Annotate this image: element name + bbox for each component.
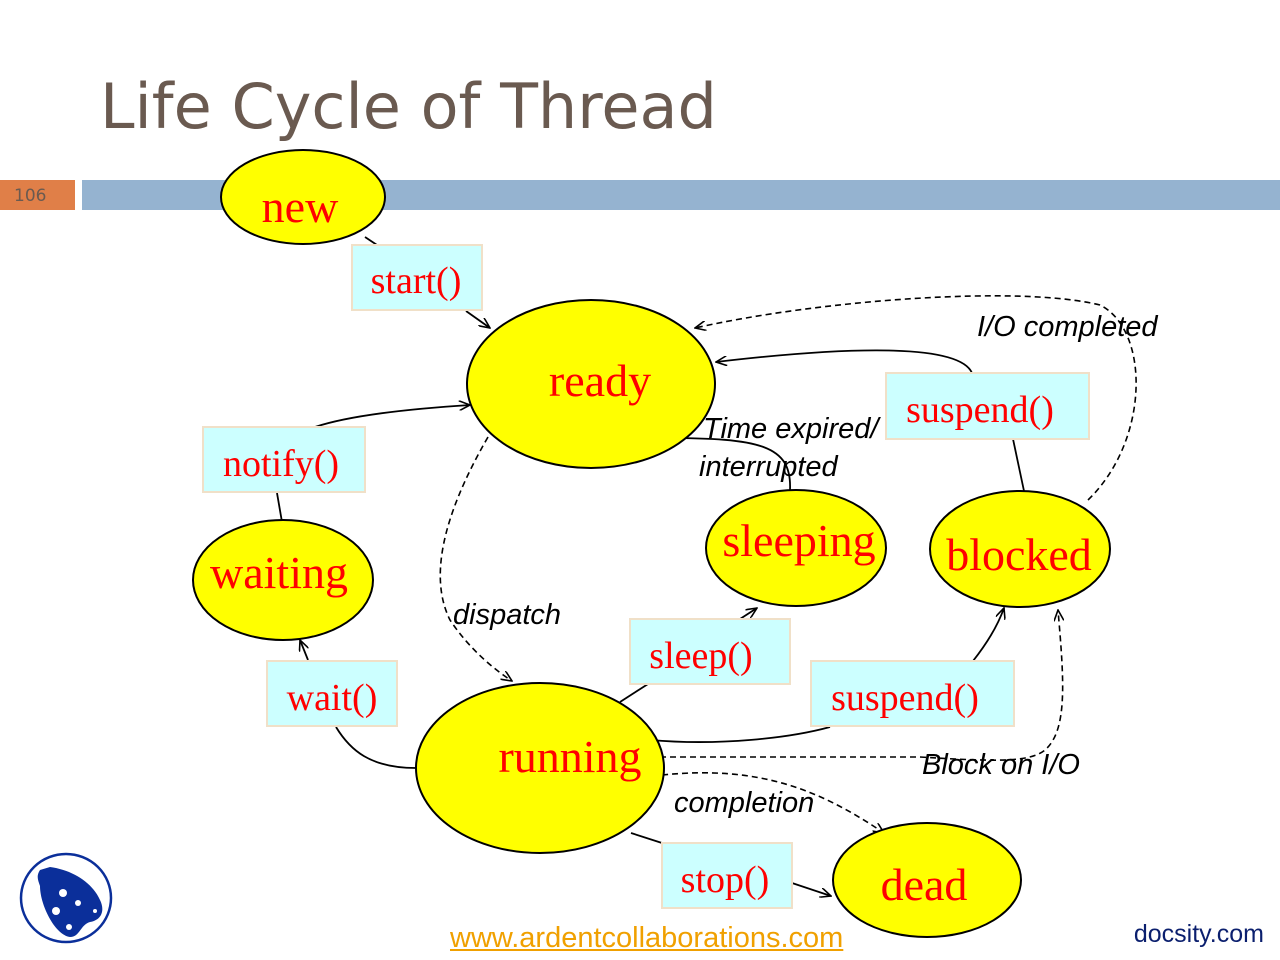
- edge-ready-running-dispatch: [439, 436, 512, 681]
- slide-number-box: [0, 180, 75, 210]
- state-waiting: waiting: [192, 519, 374, 641]
- annotation-block-on-io: Block on I/O: [922, 749, 1080, 781]
- connectors: [276, 236, 1137, 896]
- slide-title: Life Cycle of Thread: [100, 70, 717, 143]
- svg-text:wait(): wait(): [287, 677, 378, 719]
- annotation-dispatch: dispatch: [453, 599, 561, 631]
- method-suspend-top: suspend(): [885, 372, 1090, 440]
- edge-running-wait: [335, 726, 417, 769]
- annotation-time-expired: Time expired/: [703, 413, 881, 445]
- edge-waiting-notify: [276, 492, 283, 523]
- state-dead: dead: [832, 822, 1022, 938]
- edge-blocked-ready-io: [695, 295, 1137, 501]
- edge-wait-waiting: [300, 640, 309, 661]
- edge-running-blocked-io: [660, 610, 1063, 761]
- state-ready: ready: [466, 299, 716, 469]
- annotation-completion: completion: [674, 787, 814, 819]
- edge-sleep-sleeping: [739, 608, 757, 620]
- footer-link[interactable]: www.ardentcollaborations.com: [450, 922, 844, 954]
- logo-icon: [19, 852, 113, 944]
- svg-text:sleep(): sleep(): [649, 635, 752, 677]
- state-label: ready: [549, 355, 651, 406]
- edge-running-suspend: [649, 726, 831, 743]
- edge-suspend-ready: [716, 349, 973, 374]
- state-blocked: blocked: [929, 490, 1111, 608]
- svg-text:notify(): notify(): [223, 443, 339, 485]
- edge-blocked-suspend: [1012, 438, 1025, 492]
- annotation-io-completed: I/O completed: [977, 311, 1158, 343]
- edge-new-start: [364, 236, 378, 246]
- svg-text:stop(): stop(): [681, 859, 770, 901]
- state-label: sleeping: [722, 515, 875, 566]
- edge-running-dead-completion: [661, 772, 884, 833]
- state-sleeping: sleeping: [705, 489, 887, 607]
- annotation-interrupted: interrupted: [699, 451, 839, 483]
- svg-text:suspend(): suspend(): [831, 677, 979, 719]
- method-suspend-bottom: suspend(): [810, 660, 1015, 727]
- svg-text:start(): start(): [371, 260, 462, 302]
- edge-start-ready: [465, 310, 490, 328]
- state-label: blocked: [946, 529, 1092, 580]
- method-sleep: sleep(): [629, 618, 791, 685]
- state-label: running: [498, 731, 641, 782]
- state-label: dead: [881, 859, 968, 910]
- edge-running-stop: [630, 832, 663, 844]
- method-wait: wait(): [266, 660, 398, 727]
- method-start: start(): [351, 244, 483, 311]
- state-label: new: [262, 181, 339, 232]
- state-new: new: [220, 149, 386, 245]
- edge-sleeping-ready: [664, 438, 791, 491]
- docsity-watermark: docsity.com: [1133, 920, 1264, 948]
- edge-notify-ready: [314, 405, 470, 428]
- state-label: waiting: [210, 547, 348, 598]
- method-notify: notify(): [202, 426, 366, 493]
- state-running: running: [415, 682, 665, 854]
- slide-number: 106: [14, 186, 46, 206]
- edge-suspend-blocked: [972, 608, 1004, 662]
- edge-stop-dead: [791, 882, 831, 896]
- method-stop: stop(): [661, 842, 793, 909]
- edge-running-sleep: [619, 683, 649, 703]
- svg-text:suspend(): suspend(): [906, 389, 1054, 431]
